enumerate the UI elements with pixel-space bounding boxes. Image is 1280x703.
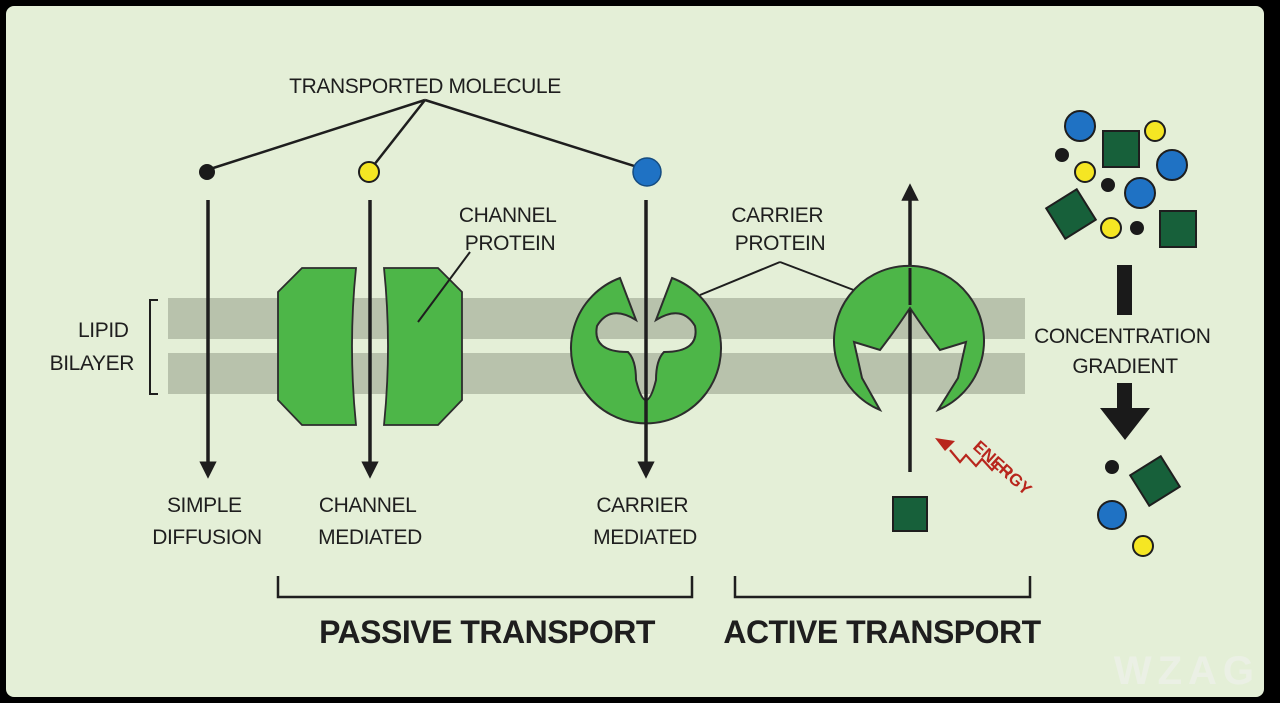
yellow-molecule (1144, 120, 1166, 142)
black-molecule (1105, 460, 1119, 474)
active-transport-label: ACTIVE TRANSPORT (723, 614, 1041, 650)
channel-protein-pointer (417, 251, 471, 323)
lipid-bilayer-label: LIPID BILAYER (50, 319, 135, 375)
passive-transport-bracket (276, 576, 694, 599)
dark-square-molecule (1044, 187, 1098, 241)
active-transport-bracket (733, 576, 1032, 599)
high-concentration-cluster (1044, 110, 1197, 248)
black-molecule (199, 164, 215, 180)
transported-molecule-pointers (206, 98, 648, 172)
yellow-molecule (1100, 217, 1122, 239)
gradient-arrow-shaft-top (1117, 265, 1132, 315)
carrier-mediated-label: CARRIER MEDIATED (593, 494, 697, 549)
dark-square-molecule (1102, 130, 1140, 168)
diagram-background (6, 6, 1264, 697)
carrier-protein-active (833, 264, 985, 413)
channel-protein-label: CHANNEL PROTEIN (459, 204, 561, 255)
carrier-protein-passive (570, 276, 722, 425)
channel-mediated-label: CHANNEL MEDIATED (318, 494, 422, 549)
gradient-arrow-head (1100, 383, 1150, 440)
blue-molecule (1097, 500, 1127, 530)
simple-diffusion-label: SIMPLE DIFFUSION (152, 494, 262, 549)
blue-molecule (1156, 149, 1188, 181)
blue-molecule (1124, 177, 1156, 209)
low-concentration-cluster (1097, 454, 1182, 557)
lipid-bilayer-bracket (149, 299, 158, 395)
black-molecule (1101, 178, 1115, 192)
yellow-molecule (358, 161, 380, 183)
channel-protein (277, 267, 463, 426)
watermark-logo: WZAG (1114, 649, 1260, 693)
yellow-molecule (1132, 535, 1154, 557)
dark-square-molecule (892, 496, 928, 532)
dark-square-molecule (1128, 454, 1182, 508)
blue-molecule (1064, 110, 1096, 142)
carrier-protein-label: CARRIER PROTEIN (731, 204, 828, 255)
black-molecule (1055, 148, 1069, 162)
concentration-gradient-label: CONCENTRATION GRADIENT (1034, 325, 1216, 378)
yellow-molecule (1074, 161, 1096, 183)
passive-transport-label: PASSIVE TRANSPORT (319, 614, 656, 650)
black-molecule (1130, 221, 1144, 235)
transported-molecule-label: TRANSPORTED MOLECULE (289, 75, 561, 98)
dark-square-molecule (1159, 210, 1197, 248)
blue-molecule (632, 157, 662, 187)
